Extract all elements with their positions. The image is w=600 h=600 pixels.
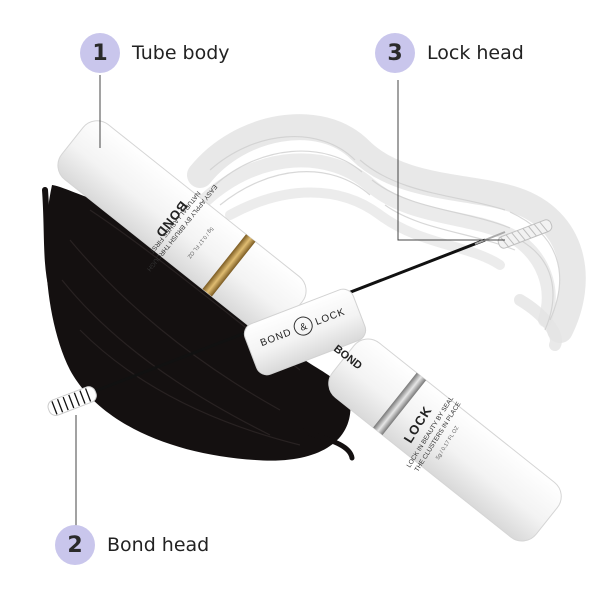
cap-logo-amp: & [299, 321, 309, 334]
lock-brush-head [497, 219, 553, 249]
callout-bond-head: 2 Bond head [55, 525, 209, 565]
lock-wand-shaft-tip [474, 231, 506, 245]
bond-brush-head [47, 386, 97, 416]
lock-tube-body [328, 338, 562, 542]
white-swatch [187, 114, 586, 351]
lock-tube [328, 338, 562, 542]
callout-label: Lock head [427, 42, 524, 64]
black-swatch [42, 185, 355, 461]
bond-tube-gold-band [202, 234, 256, 297]
callout-number-badge: 2 [55, 525, 95, 565]
callout-label: Bond head [107, 534, 210, 556]
bond-tube: BOND EASY APPLY BY BRUSH THROUGH NATURAL… [57, 120, 307, 336]
callout-number-badge: 3 [375, 33, 415, 73]
callout-number-badge: 1 [80, 33, 120, 73]
callout-label: Tube body [132, 42, 230, 64]
callout-tube-body: 1 Tube body [80, 33, 230, 73]
leader-line-lock-head [397, 80, 505, 241]
cap [243, 288, 367, 376]
leader-lines [75, 75, 505, 528]
lock-tube-silver-band [373, 372, 427, 436]
callout-lock-head: 3 Lock head [375, 33, 524, 73]
